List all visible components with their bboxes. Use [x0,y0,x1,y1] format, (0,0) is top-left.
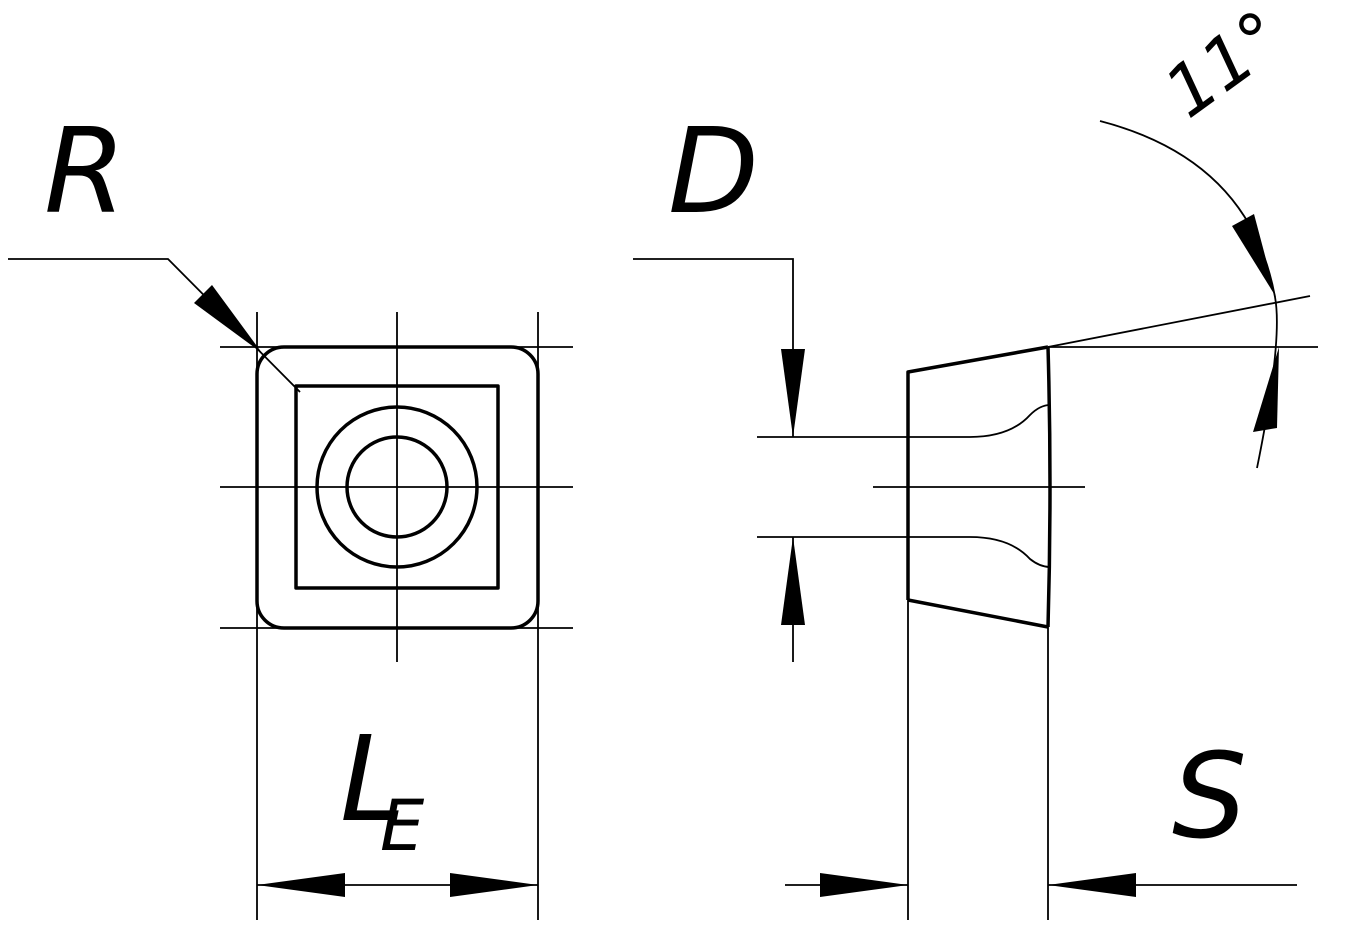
countersink-curve-top [908,404,1051,438]
diameter-dimension [633,258,908,662]
dimension-arrow-left [257,873,345,897]
thickness-arrow-left [820,873,908,897]
radius-arrowhead [194,285,262,353]
diameter-leader [633,258,794,437]
angle-arrow-top [1232,214,1276,297]
thickness-label: S [1172,727,1247,865]
side-profile-outline [906,345,1049,600]
thickness-dimension [785,600,1297,920]
angle-flank-line [1047,295,1311,348]
thickness-arrow-right [1048,873,1136,897]
dimension-arrow-right [450,873,538,897]
edge-length-label: L [340,710,406,848]
countersink-curve-bottom [908,536,1051,568]
diameter-label: D [668,102,759,240]
angle-arc [1099,120,1278,469]
clearance-angle-label: 11° [1150,0,1299,134]
side-profile-bottom [907,598,1049,629]
angle-arrow-bottom [1253,347,1279,432]
radius-leader [8,258,301,393]
clearance-angle-dimension [1047,120,1318,469]
front-view [8,258,573,920]
side-view [633,120,1318,920]
edge-length-subscript: E [380,785,425,867]
edge-length-dimension [257,873,538,897]
diameter-arrow-top [781,349,805,437]
diameter-arrow-bottom [781,537,805,625]
radius-label: R [44,102,126,240]
